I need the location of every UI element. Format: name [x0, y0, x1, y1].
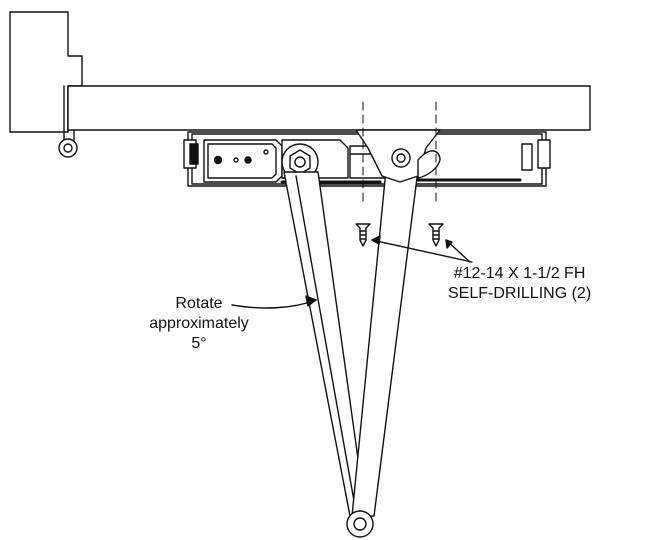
screw-right [429, 224, 443, 246]
forearm [352, 170, 418, 516]
screw-label: #12-14 X 1-1/2 FH SELF-DRILLING (2) [448, 264, 591, 304]
screw-label-line-2: SELF-DRILLING (2) [448, 285, 592, 302]
rotate-label-line-2: approximately [149, 315, 249, 332]
rotate-label-line-3: 5° [191, 335, 207, 352]
screw-leader-lines [372, 236, 472, 262]
rotate-arrow [232, 296, 316, 308]
rotate-label: Rotate approximately 5° [124, 294, 274, 354]
screw-centerlines [363, 102, 436, 206]
door-slab [68, 86, 590, 130]
arm-elbow-joint [347, 511, 373, 537]
main-arm [284, 172, 366, 516]
screw-label-line-1: #12-14 X 1-1/2 FH [453, 265, 586, 282]
rotate-label-line-1: Rotate [175, 295, 223, 312]
door-frame [10, 12, 82, 157]
shoe-bracket [356, 130, 440, 182]
screw-left [356, 224, 370, 246]
